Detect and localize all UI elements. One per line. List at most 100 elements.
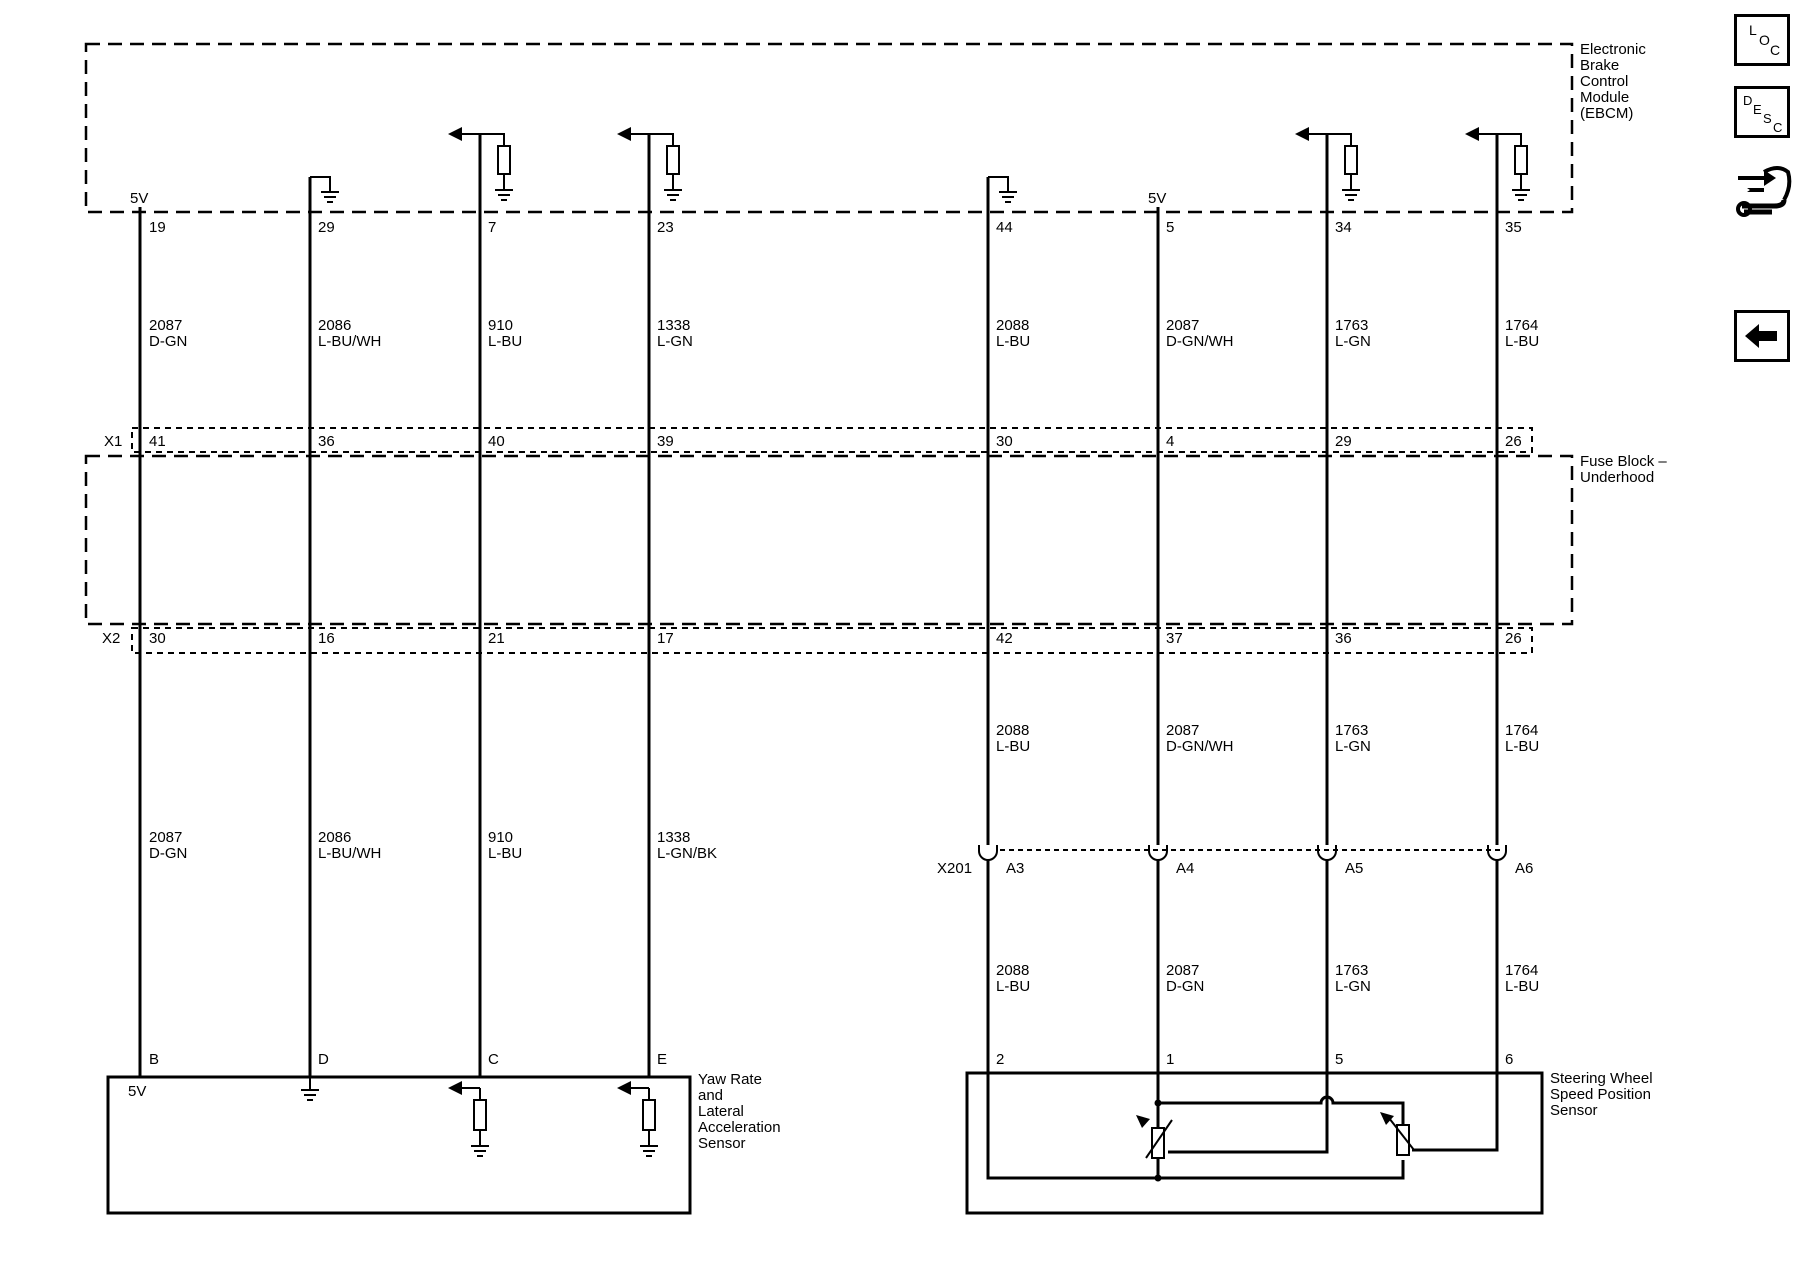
svg-text:A3: A3 (1006, 860, 1024, 877)
steering-sensor-internal-wiring (986, 1077, 1499, 1182)
svg-text:1764: 1764 (1505, 962, 1538, 979)
svg-text:2087: 2087 (1166, 317, 1199, 334)
x1-connector-label: X1 (104, 433, 122, 450)
yaw-sensor-outline (106, 1075, 692, 1215)
fuse-block-outline (84, 454, 1574, 626)
svg-text:L-GN: L-GN (1335, 738, 1371, 755)
svg-text:39: 39 (657, 433, 674, 450)
svg-text:and: and (698, 1087, 723, 1104)
svg-text:A4: A4 (1176, 860, 1194, 877)
svg-text:36: 36 (318, 433, 335, 450)
svg-text:L-BU: L-BU (996, 333, 1030, 350)
desc-icon: D E S C (1743, 93, 1782, 135)
x2-pin-numbers: 30 16 21 17 42 37 36 26 (149, 630, 1522, 647)
svg-text:29: 29 (1335, 433, 1352, 450)
steering-sensor-potentiometer-2 (1380, 1112, 1415, 1156)
ebcm-supply-label: 5V (1148, 190, 1166, 207)
svg-text:D-GN: D-GN (149, 845, 187, 862)
svg-text:2086: 2086 (318, 317, 351, 334)
ebcm-label: Electronic Brake Control Module (EBCM) (1580, 41, 1646, 122)
svg-text:26: 26 (1505, 433, 1522, 450)
svg-text:910: 910 (488, 829, 513, 846)
svg-text:D-GN/WH: D-GN/WH (1166, 738, 1234, 755)
svg-text:29: 29 (318, 219, 335, 236)
loc-icon: L O C (1749, 22, 1780, 58)
svg-text:Acceleration: Acceleration (698, 1119, 781, 1136)
svg-text:E: E (1753, 102, 1762, 117)
svg-text:23: 23 (657, 219, 674, 236)
svg-text:2088: 2088 (996, 317, 1029, 334)
svg-text:L-BU: L-BU (1505, 978, 1539, 995)
svg-text:L-GN: L-GN (1335, 978, 1371, 995)
svg-text:D: D (318, 1051, 329, 1068)
svg-text:2087: 2087 (1166, 962, 1199, 979)
svg-text:L-GN: L-GN (657, 333, 693, 350)
ebcm-pin-numbers: 19 29 7 23 44 5 34 35 (149, 219, 1522, 236)
svg-text:30: 30 (149, 630, 166, 647)
steering-sensor-label: Steering Wheel Speed Position Sensor (1550, 1070, 1653, 1119)
yaw-sensor-label: Yaw Rate and Lateral Acceleration Sensor (698, 1071, 781, 1152)
ebcm-supply-label: 5V (130, 190, 148, 207)
ebcm-input-pin-23 (617, 127, 682, 201)
svg-text:C: C (1770, 42, 1780, 58)
svg-text:21: 21 (488, 630, 505, 647)
svg-text:L-GN: L-GN (1335, 333, 1371, 350)
steering-sensor-outline (965, 1071, 1544, 1215)
svg-text:Control: Control (1580, 73, 1628, 90)
svg-text:1338: 1338 (657, 829, 690, 846)
svg-text:16: 16 (318, 630, 335, 647)
svg-text:(EBCM): (EBCM) (1580, 105, 1633, 122)
ebcm-outline (84, 42, 1574, 214)
svg-text:L-BU: L-BU (996, 978, 1030, 995)
svg-text:Electronic: Electronic (1580, 41, 1646, 58)
svg-text:Speed Position: Speed Position (1550, 1086, 1651, 1103)
svg-text:Yaw Rate: Yaw Rate (698, 1071, 762, 1088)
svg-text:5: 5 (1335, 1051, 1343, 1068)
svg-text:2086: 2086 (318, 829, 351, 846)
svg-text:L-GN/BK: L-GN/BK (657, 845, 717, 862)
svg-text:D: D (1743, 93, 1752, 108)
svg-text:D-GN: D-GN (149, 333, 187, 350)
desc-button[interactable]: D E S C (1734, 86, 1790, 138)
yaw-sensor-input-e (617, 1081, 658, 1157)
svg-text:4: 4 (1166, 433, 1174, 450)
svg-text:L: L (1749, 22, 1757, 38)
svg-text:1338: 1338 (657, 317, 690, 334)
svg-text:7: 7 (488, 219, 496, 236)
svg-text:L-BU: L-BU (1505, 738, 1539, 755)
svg-text:S: S (1763, 111, 1772, 126)
svg-text:5: 5 (1166, 219, 1174, 236)
svg-text:Fuse Block –: Fuse Block – (1580, 453, 1667, 470)
svg-text:35: 35 (1505, 219, 1522, 236)
svg-text:L-BU: L-BU (488, 333, 522, 350)
connector-tool-button[interactable] (1734, 160, 1794, 224)
svg-text:E: E (657, 1051, 667, 1068)
svg-text:B: B (149, 1051, 159, 1068)
x201-connector-label: X201 (937, 860, 972, 877)
connector-wrench-icon (1736, 166, 1792, 217)
svg-text:L-BU: L-BU (488, 845, 522, 862)
svg-text:36: 36 (1335, 630, 1352, 647)
svg-text:C: C (1773, 120, 1782, 135)
svg-text:1764: 1764 (1505, 317, 1538, 334)
svg-text:2088: 2088 (996, 962, 1029, 979)
loc-button[interactable]: L O C (1734, 14, 1790, 66)
svg-text:2087: 2087 (149, 829, 182, 846)
svg-text:L-BU: L-BU (996, 738, 1030, 755)
back-button[interactable] (1734, 310, 1790, 362)
back-arrow-icon (1745, 324, 1777, 348)
svg-text:D-GN/WH: D-GN/WH (1166, 333, 1234, 350)
svg-text:2088: 2088 (996, 722, 1029, 739)
svg-text:L-BU/WH: L-BU/WH (318, 333, 381, 350)
svg-text:Module: Module (1580, 89, 1629, 106)
svg-text:1763: 1763 (1335, 317, 1368, 334)
svg-text:L-BU: L-BU (1505, 333, 1539, 350)
svg-text:42: 42 (996, 630, 1013, 647)
svg-text:Steering Wheel: Steering Wheel (1550, 1070, 1653, 1087)
svg-text:17: 17 (657, 630, 674, 647)
ebcm-input-pin-34 (1295, 127, 1360, 201)
